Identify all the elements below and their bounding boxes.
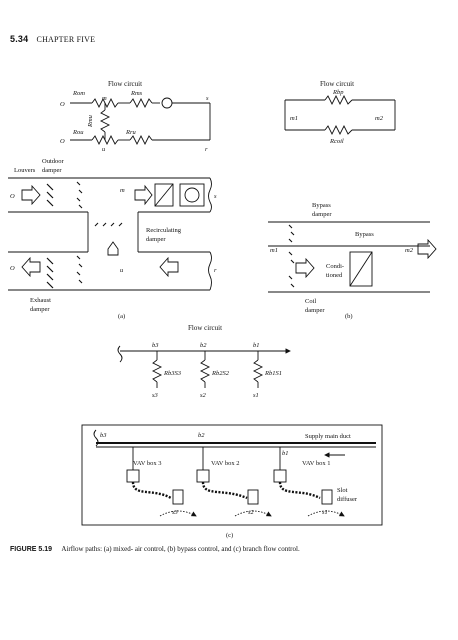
node-o-bottom: O [60, 138, 65, 145]
r-b1s1-label: Rb1S1 [264, 370, 282, 377]
page-header: 5.34 CHAPTER FIVE [10, 34, 95, 44]
node-o-top: O [60, 101, 65, 108]
r-mu-label: Rmu [87, 114, 94, 128]
node-s: s [206, 95, 209, 102]
diagram-b-label: (b) [345, 313, 353, 320]
bypass-label: Bypass [355, 231, 374, 238]
circuit-c-s3: s3 [152, 392, 159, 399]
circuit-c-s1: s1 [253, 392, 259, 399]
r-ms-label: Rms [130, 90, 143, 97]
bypass-damper-label-1: Bypass [312, 202, 331, 209]
circuit-b-title: Flow circuit [320, 80, 354, 88]
bypass-damper-label-2: damper [312, 211, 332, 218]
exhaust-damper-label-2: damper [30, 306, 50, 313]
duct-a-node-m: m [120, 187, 125, 194]
recirc-damper-label-2: damper [146, 236, 166, 243]
duct-c-b1: b1 [282, 450, 289, 457]
r-ou-label: Rou [72, 129, 84, 136]
conditioned-label-2: tioned [326, 272, 343, 279]
figure-caption: FIGURE 5.19 Airflow paths: (a) mixed- ai… [10, 545, 450, 554]
circuit-c-b3: b3 [152, 342, 159, 349]
circuit-c-b1: b1 [253, 342, 260, 349]
r-b2s2-label: Rb2S2 [211, 370, 230, 377]
outdoor-damper-label-1: Outdoor [42, 158, 65, 165]
diagram-a-label: (a) [118, 313, 125, 320]
node-u: u [102, 146, 106, 153]
figure-number: FIGURE 5.19 [10, 546, 53, 553]
duct-c [81, 424, 383, 526]
exhaust-damper-label-1: Exhaust [30, 297, 51, 304]
circuit-a-title: Flow circuit [108, 80, 142, 88]
duct-a-node-o2: O [10, 265, 15, 272]
r-b3s3-label: Rb3S3 [163, 370, 182, 377]
duct-c-b2: b2 [198, 432, 205, 439]
r-ru-label: Rru [125, 129, 137, 136]
duct-c-s3: s3 [172, 509, 179, 516]
duct-a-node-r: r [214, 267, 217, 274]
conditioned-label-1: Condi- [326, 263, 344, 270]
circuit-c [117, 345, 291, 388]
outdoor-damper-label-2: damper [42, 167, 62, 174]
node-m: m [102, 95, 107, 102]
vav-box-1-label: VAV box 1 [302, 460, 331, 467]
coil-damper-label-2: damper [305, 307, 325, 314]
duct-c-b3: b3 [100, 432, 107, 439]
node-r: r [205, 146, 208, 153]
circuit-c-s2: s2 [200, 392, 207, 399]
circuit-c-b2: b2 [200, 342, 207, 349]
duct-a-node-o1: O [10, 193, 15, 200]
chapter-title: CHAPTER FIVE [36, 35, 96, 44]
slot-diffuser-label-1: Slot [337, 487, 348, 494]
slot-diffuser-label-2: diffuser [337, 496, 358, 503]
duct-b-m2: m2 [405, 247, 414, 254]
r-bp-label: Rbp [332, 89, 344, 96]
duct-b [268, 221, 437, 293]
duct-a-node-u: u [120, 267, 124, 274]
figure-caption-text: Airflow paths: (a) mixed- air control, (… [61, 545, 300, 553]
duct-c-s1: s1 [322, 509, 328, 516]
supply-main-label: Supply main duct [305, 433, 351, 440]
louvers-label: Louvers [14, 167, 36, 174]
duct-c-s2: s2 [248, 509, 255, 516]
page-number: 5.34 [10, 34, 29, 44]
circuit-c-title: Flow circuit [188, 324, 222, 332]
circuit-b [284, 94, 396, 136]
recirc-damper-label-1: Recirculating [146, 227, 182, 234]
duct-b-m1: m1 [270, 247, 278, 254]
circuit-b-m1: m1 [290, 115, 298, 122]
vav-box-3-label: VAV box 3 [133, 460, 162, 467]
r-om-label: Rom [72, 90, 85, 97]
diagram-c-label: (c) [226, 532, 233, 539]
duct-a-node-s: s [214, 193, 217, 200]
duct-a [8, 177, 212, 291]
circuit-b-m2: m2 [375, 115, 384, 122]
coil-damper-label-1: Coil [305, 298, 316, 305]
vav-box-2-label: VAV box 2 [211, 460, 240, 467]
r-coil-label: Rcoil [329, 138, 344, 145]
circuit-a [70, 97, 211, 146]
